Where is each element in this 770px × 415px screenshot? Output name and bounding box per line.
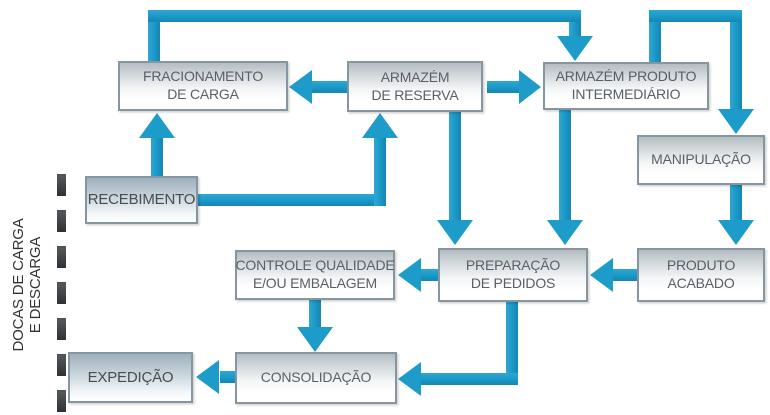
dock-dashed-line — [57, 174, 66, 412]
node-fracionamento-de-carga: FRACIONAMENTO DE CARGA — [118, 61, 288, 111]
arrowhead-into-fracionamento-bottom — [139, 113, 175, 138]
node-label: EXPEDIÇÃO — [87, 368, 174, 386]
node-label: FRACIONAMENTO — [142, 68, 264, 85]
arrow-preparacao-to-controle-shaft — [421, 269, 438, 281]
node-controle-qualidade-embalagem: CONTROLE QUALIDADE E/OU EMBALAGEM — [235, 250, 395, 300]
node-label: DE RESERVA — [371, 86, 459, 103]
node-label: CONSOLIDAÇÃO — [260, 369, 372, 386]
node-expedicao: EXPEDIÇÃO — [68, 352, 193, 403]
arrowhead-into-reserva-bottom — [362, 113, 398, 138]
node-label: CONTROLE QUALIDADE — [235, 257, 395, 274]
arrow-acabado-to-preparacao-shaft — [613, 269, 637, 281]
node-label: RECEBIMENTO — [87, 191, 196, 209]
node-label: ACABADO — [667, 275, 735, 291]
node-armazem-de-reserva: ARMAZÉM DE RESERVA — [347, 61, 483, 112]
node-label: PRODUTO — [666, 257, 736, 274]
arrow-fracionamento-to-intermediario-riser — [148, 10, 160, 61]
arrow-controle-to-consolidacao-shaft — [309, 300, 321, 327]
arrowhead-into-consolidacao-side — [398, 362, 421, 396]
arrow-recebimento-to-fracionamento-shaft — [151, 138, 163, 176]
arrow-intermediario-to-manipulacao-top — [649, 10, 742, 22]
arrowhead-into-preparacao-side — [590, 258, 613, 292]
arrow-fracionamento-to-intermediario-top — [148, 10, 581, 22]
arrowhead-into-expedicao — [196, 360, 219, 394]
node-label: DE CARGA — [167, 86, 239, 102]
arrow-intermediario-to-preparacao-shaft — [559, 110, 571, 220]
node-preparacao-de-pedidos: PREPARAÇÃO DE PEDIDOS — [438, 248, 588, 302]
arrowhead-into-preparacao-left — [437, 220, 473, 245]
node-manipulacao: MANIPULAÇÃO — [637, 135, 765, 185]
node-label: INTERMEDIÁRIO — [571, 86, 681, 102]
arrow-recebimento-to-reserva-riser — [374, 138, 386, 206]
arrowhead-into-acabado — [718, 220, 754, 245]
node-recebimento: RECEBIMENTO — [85, 176, 198, 224]
node-produto-acabado: PRODUTO ACABADO — [637, 248, 765, 302]
dock-label: DOCAS DE CARGA E DESCARGA — [7, 205, 47, 365]
arrow-intermediario-to-manipulacao-drop — [730, 22, 742, 109]
arrow-reserva-to-preparacao-shaft — [449, 112, 461, 220]
dock-label-line1: DOCAS DE CARGA — [9, 218, 27, 352]
arrow-preparacao-to-consolidacao-run — [421, 373, 518, 385]
arrow-recebimento-to-reserva-run — [198, 194, 386, 206]
arrowhead-into-intermediario-left — [519, 70, 541, 104]
node-label: E/OU EMBALAGEM — [252, 275, 377, 291]
node-label: PREPARAÇÃO — [465, 257, 561, 274]
arrowhead-into-consolidacao-top — [297, 327, 333, 352]
node-armazem-produto-intermediario: ARMAZÉM PRODUTO INTERMEDIÁRIO — [543, 62, 709, 110]
arrowhead-into-controle — [398, 258, 421, 292]
arrowhead-into-manipulacao — [718, 109, 754, 134]
arrowhead-into-preparacao-right — [547, 220, 583, 245]
node-label: DE PEDIDOS — [470, 275, 556, 291]
arrowhead-into-intermediario-top — [557, 36, 593, 61]
arrow-intermediario-to-manipulacao-riser — [649, 10, 661, 62]
arrow-manipulacao-to-acabado-shaft — [730, 185, 742, 220]
node-label: ARMAZÉM — [380, 68, 450, 85]
dock-label-line2: E DESCARGA — [27, 236, 44, 334]
arrow-preparacao-to-consolidacao-drop — [506, 302, 518, 385]
arrow-consolidacao-to-expedicao-shaft — [220, 371, 235, 383]
arrowhead-into-fracionamento — [289, 70, 312, 104]
node-label: ARMAZÉM PRODUTO — [555, 68, 697, 85]
node-label: MANIPULAÇÃO — [651, 151, 751, 168]
arrow-fracionamento-to-intermediario-drop — [569, 22, 581, 36]
arrow-reserva-to-fracionamento-shaft — [312, 81, 347, 93]
arrow-reserva-to-intermediario-shaft — [487, 81, 519, 93]
node-consolidacao: CONSOLIDAÇÃO — [235, 352, 397, 404]
